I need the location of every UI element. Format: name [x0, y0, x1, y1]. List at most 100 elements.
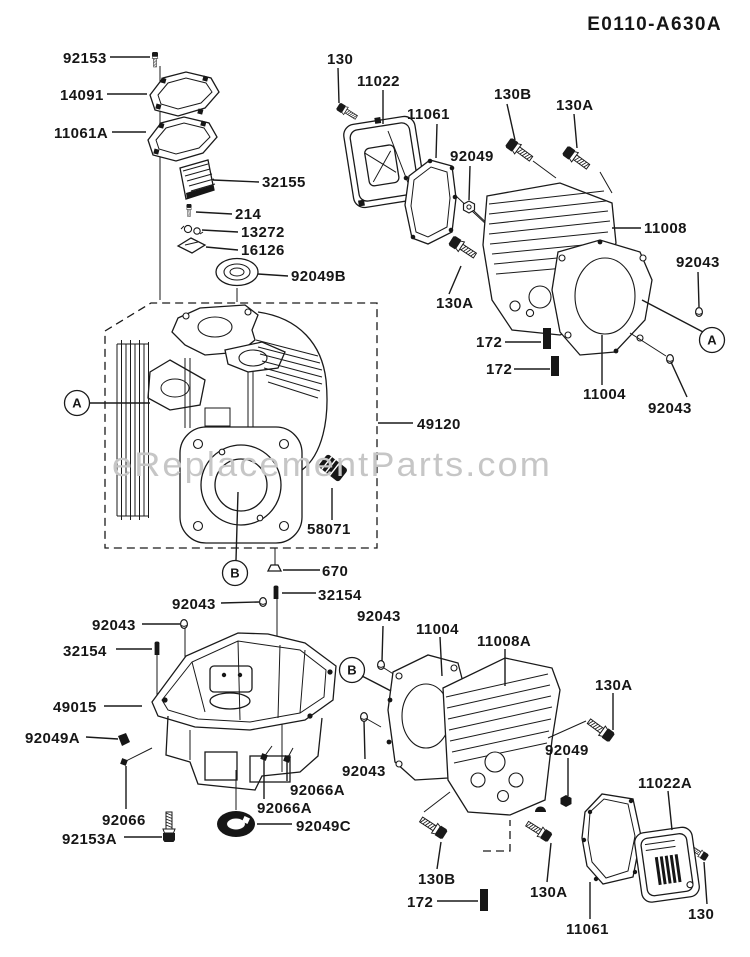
- label-11008: 11008: [644, 220, 687, 237]
- label-92049C: 92049C: [296, 818, 351, 835]
- badge-b-bottom: B: [347, 663, 356, 678]
- badge-a-left: A: [72, 396, 82, 411]
- bolt-130A-icon: [561, 144, 592, 172]
- valve-16126-drawing: [176, 237, 207, 254]
- label-32154-c: 32154: [318, 587, 362, 604]
- label-11008A: 11008A: [477, 633, 531, 650]
- label-11022: 11022: [357, 73, 400, 90]
- breather-58071-icon: [319, 454, 347, 482]
- bolt-214-icon: [186, 203, 192, 217]
- cylinder-head-11008A-drawing: [360, 654, 710, 911]
- cap-icon: [535, 806, 546, 812]
- view-badges: A A B B: [63, 326, 726, 684]
- dowel-32154-center-icon: [273, 585, 279, 599]
- bolt-130-icon: [335, 101, 359, 122]
- assembly-49120-dashed-box: [104, 302, 378, 549]
- label-130-b: 130: [688, 906, 714, 923]
- label-14091: 14091: [60, 87, 104, 104]
- pin-92043-top2-icon: [665, 354, 675, 364]
- label-92043-c: 92043: [172, 596, 216, 613]
- label-13272: 13272: [241, 224, 285, 241]
- bolt-92153-icon: [151, 51, 159, 68]
- label-92153A: 92153A: [62, 831, 117, 848]
- label-172-1: 172: [476, 334, 502, 351]
- stud-172-2-icon: [551, 356, 559, 376]
- label-130-top: 130: [327, 51, 353, 68]
- label-92043-tr2: 92043: [648, 400, 692, 417]
- gasket-11061-bottom-drawing: [581, 793, 642, 885]
- part-13272-drawing: [180, 224, 204, 235]
- label-11004-top: 11004: [583, 386, 626, 403]
- label-130A-r: 130A: [595, 677, 632, 694]
- crankcase-49015-drawing: [118, 618, 337, 843]
- label-16126: 16126: [241, 242, 285, 259]
- badge-a-right: A: [707, 333, 717, 348]
- label-92066A-1: 92066A: [290, 782, 345, 799]
- label-172-2: 172: [486, 361, 512, 378]
- label-670: 670: [322, 563, 348, 580]
- bolt-130A-right-icon: [585, 716, 616, 744]
- rocker-cover-11022A-drawing: [634, 826, 700, 903]
- pin-92043-br2-icon: [360, 711, 368, 723]
- center-small-parts: [259, 564, 283, 608]
- bolt-130B-bottom-icon: [417, 814, 449, 841]
- label-92043-tr1: 92043: [676, 254, 720, 271]
- label-32154-bl: 32154: [63, 643, 107, 660]
- label-92049B: 92049B: [291, 268, 346, 285]
- label-92043-br2: 92043: [342, 763, 386, 780]
- bolt-130A-2-icon: [447, 234, 479, 261]
- oil-seal-92049B-drawing: [215, 257, 259, 287]
- label-92066: 92066: [102, 812, 146, 829]
- label-11061-top: 11061: [407, 106, 450, 123]
- dowel-32154-bl-icon: [154, 641, 160, 655]
- pin-92043-bl-icon: [180, 618, 188, 630]
- label-92153: 92153: [63, 50, 107, 67]
- nut-92049-bottom-icon: [560, 795, 572, 807]
- label-11061A: 11061A: [54, 125, 108, 142]
- label-11004-b: 11004: [416, 621, 459, 638]
- pin-92043-center-icon: [259, 596, 267, 608]
- stud-172-1-icon: [543, 328, 551, 349]
- pin-92043-top-icon: [694, 307, 704, 317]
- label-214: 214: [235, 206, 261, 223]
- label-172-b: 172: [407, 894, 433, 911]
- label-92049-top: 92049: [450, 148, 494, 165]
- cover-plate-14091-drawing: [149, 71, 220, 117]
- nut-92049-icon: [462, 200, 476, 214]
- stud-172-bottom-icon: [480, 889, 488, 911]
- oil-seal-92049C-icon: [217, 770, 255, 837]
- badge-b-center: B: [230, 566, 239, 581]
- label-130A-top: 130A: [556, 97, 593, 114]
- label-130A-b: 130A: [530, 884, 567, 901]
- part-number-labels: 92153 14091 11061A 32155 214 13272 16126…: [25, 50, 720, 938]
- label-92049A: 92049A: [25, 730, 80, 747]
- bolt-130A-bottom-icon: [523, 818, 554, 844]
- bolt-92153A-icon: [162, 811, 176, 843]
- leader-lines: [85, 56, 708, 919]
- label-92043-br1: 92043: [357, 608, 401, 625]
- label-11022A: 11022A: [638, 775, 692, 792]
- label-11061-b: 11061: [566, 921, 609, 938]
- bolt-130B-icon: [504, 136, 535, 164]
- pin-92043-br1-icon: [377, 659, 385, 671]
- seal-92049A-icon: [118, 733, 130, 746]
- label-92066A-2: 92066A: [257, 800, 312, 817]
- label-49015: 49015: [53, 699, 97, 716]
- gasket-11061-top-drawing: [403, 158, 458, 245]
- label-49120: 49120: [417, 416, 461, 433]
- gasket-11061A-drawing: [147, 116, 218, 162]
- label-32155: 32155: [262, 174, 306, 191]
- watermark: eReplacementParts.com: [112, 446, 552, 484]
- valve-cover-group-drawing: [147, 51, 259, 287]
- label-58071: 58071: [307, 521, 351, 538]
- head-gasket-11004-top-drawing: [551, 239, 653, 356]
- label-130B-b: 130B: [418, 871, 455, 888]
- plug-670-icon: [266, 564, 283, 572]
- label-130B-top: 130B: [494, 86, 531, 103]
- element-32155-drawing: [179, 159, 216, 200]
- label-130A-mid: 130A: [436, 295, 473, 312]
- page-title: E0110-A630A: [587, 14, 722, 35]
- cylinder-head-11008-drawing: [447, 136, 704, 376]
